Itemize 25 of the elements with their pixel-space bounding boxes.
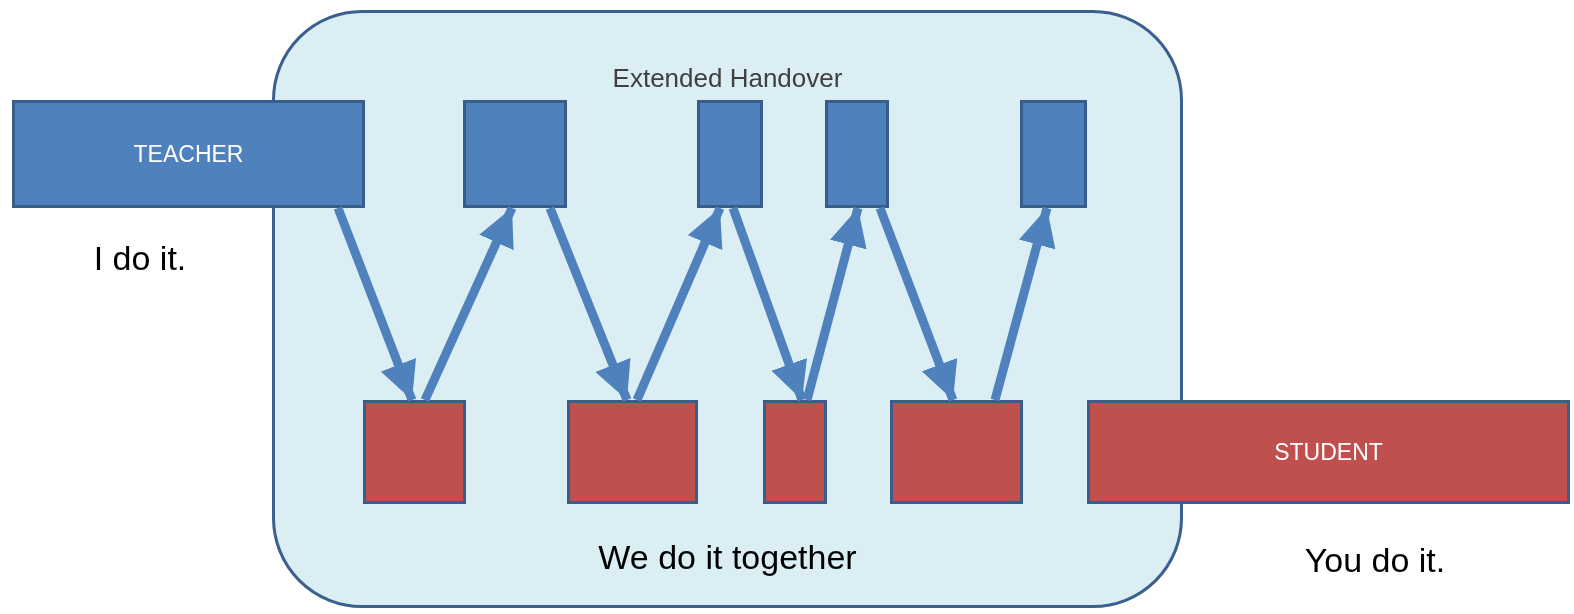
- step-box: [567, 400, 698, 504]
- step-box: [697, 100, 763, 208]
- role-label: TEACHER: [133, 139, 244, 169]
- role-box: [12, 100, 365, 208]
- arrow: [420, 206, 517, 402]
- arrow: [875, 206, 958, 402]
- step-box: [890, 400, 1023, 504]
- step-box: [825, 100, 889, 208]
- role-box: [1087, 400, 1570, 504]
- arrow: [802, 206, 867, 402]
- panel-title: Extended Handover: [611, 62, 844, 95]
- role-label: STUDENT: [1274, 437, 1383, 467]
- role-caption: You do it.: [1304, 539, 1446, 581]
- arrow: [728, 206, 807, 402]
- panel-caption: We do it together: [597, 537, 858, 578]
- arrow: [632, 206, 725, 402]
- step-box: [763, 400, 827, 504]
- step-box: [363, 400, 466, 504]
- role-caption: I do it.: [93, 237, 187, 279]
- step-box: [1020, 100, 1087, 208]
- handover-panel: [272, 10, 1183, 608]
- step-box: [463, 100, 567, 208]
- arrow: [990, 206, 1056, 402]
- arrow: [545, 206, 632, 402]
- arrow: [333, 206, 417, 402]
